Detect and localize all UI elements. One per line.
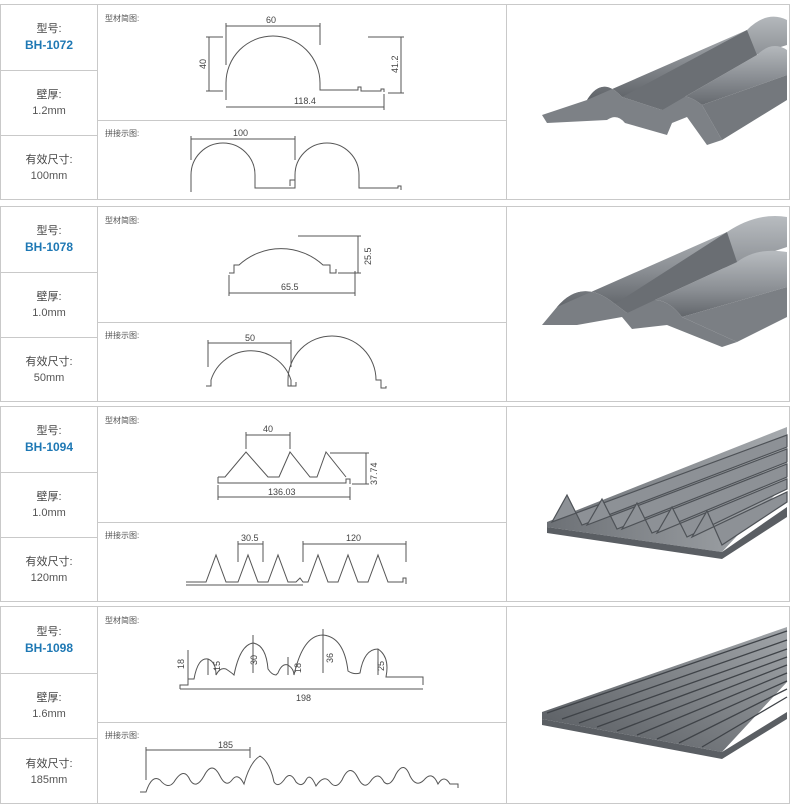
section-divider — [98, 722, 506, 723]
dim-label: 100 — [233, 128, 248, 138]
drawing-column: 型材简图: 40 37.74 136.03 拼接示图: — [98, 407, 507, 601]
assembly-drawing: 100 — [190, 128, 402, 192]
width-value: 120mm — [30, 572, 68, 584]
assembly-title: 拼接示图: — [105, 531, 140, 540]
dim-label: 37.74 — [369, 462, 379, 485]
dim-label: 30 — [249, 655, 259, 665]
assembly-title: 拼接示图: — [105, 331, 140, 340]
width-label: 有效尺寸: — [25, 757, 73, 770]
model-cell: 型号: BH-1098 — [1, 607, 97, 674]
drawing-column: 型材简图: 65.5 25.5 拼接示图: — [98, 207, 507, 401]
product-image-bh-1078 — [507, 207, 789, 401]
drawing-column: 型材简图: 60 40 41.2 118.4 拼接示图: — [98, 5, 507, 199]
dim-label: 136.03 — [268, 487, 296, 497]
dim-label: 185 — [218, 740, 233, 750]
dim-label: 18 — [293, 663, 303, 673]
model-cell: 型号: BH-1072 — [1, 5, 97, 71]
product-image-bh-1098 — [507, 607, 789, 803]
dim-label: 50 — [245, 333, 255, 343]
profile-title: 型材简图: — [105, 216, 140, 225]
dim-label: 25 — [376, 661, 386, 671]
thickness-value: 1.0mm — [32, 307, 66, 319]
spec-column: 型号: BH-1078 壁厚: 1.0mm 有效尺寸: 50mm — [1, 207, 98, 401]
product-image-bh-1072 — [507, 5, 789, 199]
product-block-bh-1098: 型号: BH-1098 壁厚: 1.6mm 有效尺寸: 185mm 型材简图: — [0, 606, 790, 804]
dim-label: 65.5 — [281, 282, 299, 292]
thickness-value: 1.0mm — [32, 507, 66, 519]
profile-drawing: 40 37.74 136.03 — [217, 424, 379, 500]
assembly-drawing: 30.5 120 — [186, 533, 407, 586]
dim-label: 41.2 — [390, 55, 400, 73]
dim-label: 118.4 — [294, 96, 316, 106]
drawing-column: 型材简图: 18 15 30 18 36 25 198 拼接示图: — [98, 607, 507, 803]
product-block-bh-1078: 型号: BH-1078 壁厚: 1.0mm 有效尺寸: 50mm 型材简图: 6… — [0, 206, 790, 402]
dim-label: 25.5 — [363, 247, 373, 265]
product-block-bh-1094: 型号: BH-1094 壁厚: 1.0mm 有效尺寸: 120mm 型材简图: — [0, 406, 790, 602]
profile-drawing: 65.5 25.5 — [228, 235, 373, 296]
model-value: BH-1072 — [24, 38, 74, 52]
model-value: BH-1078 — [24, 240, 74, 254]
product-image-bh-1094 — [507, 407, 789, 601]
width-cell: 有效尺寸: 100mm — [1, 136, 97, 200]
thickness-label: 壁厚: — [36, 89, 62, 101]
model-label: 型号: — [36, 225, 62, 237]
width-cell: 有效尺寸: 50mm — [1, 338, 97, 402]
spec-column: 型号: BH-1072 壁厚: 1.2mm 有效尺寸: 100mm — [1, 5, 98, 199]
assembly-drawing: 185 — [140, 740, 459, 793]
thickness-cell: 壁厚: 1.6mm — [1, 674, 97, 739]
dim-label: 40 — [263, 424, 273, 434]
thickness-cell: 壁厚: 1.2mm — [1, 71, 97, 136]
assembly-title: 拼接示图: — [105, 129, 140, 138]
model-cell: 型号: BH-1094 — [1, 407, 97, 473]
dim-label: 60 — [266, 15, 276, 25]
thickness-label: 壁厚: — [36, 491, 62, 503]
spec-column: 型号: BH-1094 壁厚: 1.0mm 有效尺寸: 120mm — [1, 407, 98, 601]
model-cell: 型号: BH-1078 — [1, 207, 97, 273]
width-label: 有效尺寸: — [25, 556, 73, 568]
model-label: 型号: — [36, 625, 62, 638]
dim-label: 15 — [212, 661, 222, 671]
section-divider — [98, 120, 506, 121]
model-label: 型号: — [36, 23, 62, 35]
width-label: 有效尺寸: — [25, 154, 73, 166]
thickness-cell: 壁厚: 1.0mm — [1, 273, 97, 338]
thickness-cell: 壁厚: 1.0mm — [1, 473, 97, 538]
profile-title: 型材简图: — [105, 14, 140, 23]
width-value: 50mm — [33, 372, 65, 384]
product-block-bh-1072: 型号: BH-1072 壁厚: 1.2mm 有效尺寸: 100mm 型材简图: — [0, 4, 790, 200]
profile-title: 型材简图: — [105, 416, 140, 425]
profile-drawing: 60 40 41.2 118.4 — [198, 15, 404, 110]
dim-label: 120 — [346, 533, 361, 543]
dim-label: 40 — [198, 59, 208, 69]
dim-label: 30.5 — [241, 533, 259, 543]
thickness-label: 壁厚: — [36, 291, 62, 303]
model-value: BH-1098 — [24, 640, 74, 655]
model-label: 型号: — [36, 425, 62, 437]
profile-title: 型材简图: — [105, 616, 140, 625]
dim-label: 18 — [176, 659, 186, 669]
assembly-drawing: 50 — [206, 333, 387, 389]
section-divider — [98, 522, 506, 523]
width-label: 有效尺寸: — [25, 356, 73, 368]
thickness-value: 1.2mm — [32, 105, 66, 117]
thickness-value: 1.6mm — [32, 708, 66, 720]
dim-label: 36 — [325, 653, 335, 663]
profile-drawing: 18 15 30 18 36 25 198 — [176, 629, 424, 703]
width-value: 185mm — [30, 773, 68, 786]
dim-label: 198 — [296, 693, 311, 703]
width-value: 100mm — [30, 170, 68, 182]
thickness-label: 壁厚: — [36, 692, 62, 704]
spec-column: 型号: BH-1098 壁厚: 1.6mm 有效尺寸: 185mm — [1, 607, 98, 803]
assembly-title: 拼接示图: — [105, 731, 140, 740]
section-divider — [98, 322, 506, 323]
width-cell: 有效尺寸: 185mm — [1, 739, 97, 804]
model-value: BH-1094 — [24, 440, 74, 454]
width-cell: 有效尺寸: 120mm — [1, 538, 97, 602]
